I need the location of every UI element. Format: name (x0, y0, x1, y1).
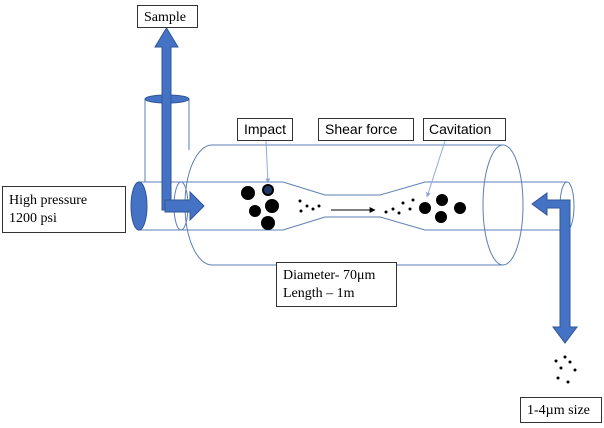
impact-marker-icon (264, 186, 272, 194)
shear-force-label-text: Shear force (325, 121, 398, 137)
dimensions-label: Diameter- 70μm Length – 1m (276, 262, 397, 307)
impact-pointer (265, 140, 271, 184)
main-cylinder (184, 144, 524, 266)
pressure-label-line2: 1200 psi (9, 211, 57, 226)
sample-label-text: Sample (144, 10, 186, 25)
input-arrow-icon (164, 190, 205, 222)
pressure-label-line1: High pressure (9, 193, 88, 208)
final-particles (554, 355, 577, 384)
output-large-particles (419, 194, 466, 223)
cavitation-pointer (425, 140, 446, 198)
output-small-particles (384, 198, 415, 215)
input-particles (241, 184, 279, 230)
impact-label: Impact (237, 118, 293, 141)
cavitation-label: Cavitation (423, 118, 506, 141)
nozzle-particles (298, 199, 321, 213)
sample-label: Sample (137, 5, 198, 28)
output-size-text: 1-4µm size (527, 403, 590, 418)
output-arrow-icon (531, 192, 578, 344)
impact-label-text: Impact (244, 121, 287, 137)
pressure-label: High pressure 1200 psi (2, 186, 126, 233)
output-size-label: 1-4µm size (520, 397, 602, 423)
diameter-text: Diameter- 70μm (283, 268, 376, 283)
shear-force-label: Shear force (318, 118, 414, 141)
sample-arrow-icon (154, 27, 179, 211)
cavitation-label-text: Cavitation (429, 121, 492, 137)
length-text: Length – 1m (283, 286, 355, 301)
